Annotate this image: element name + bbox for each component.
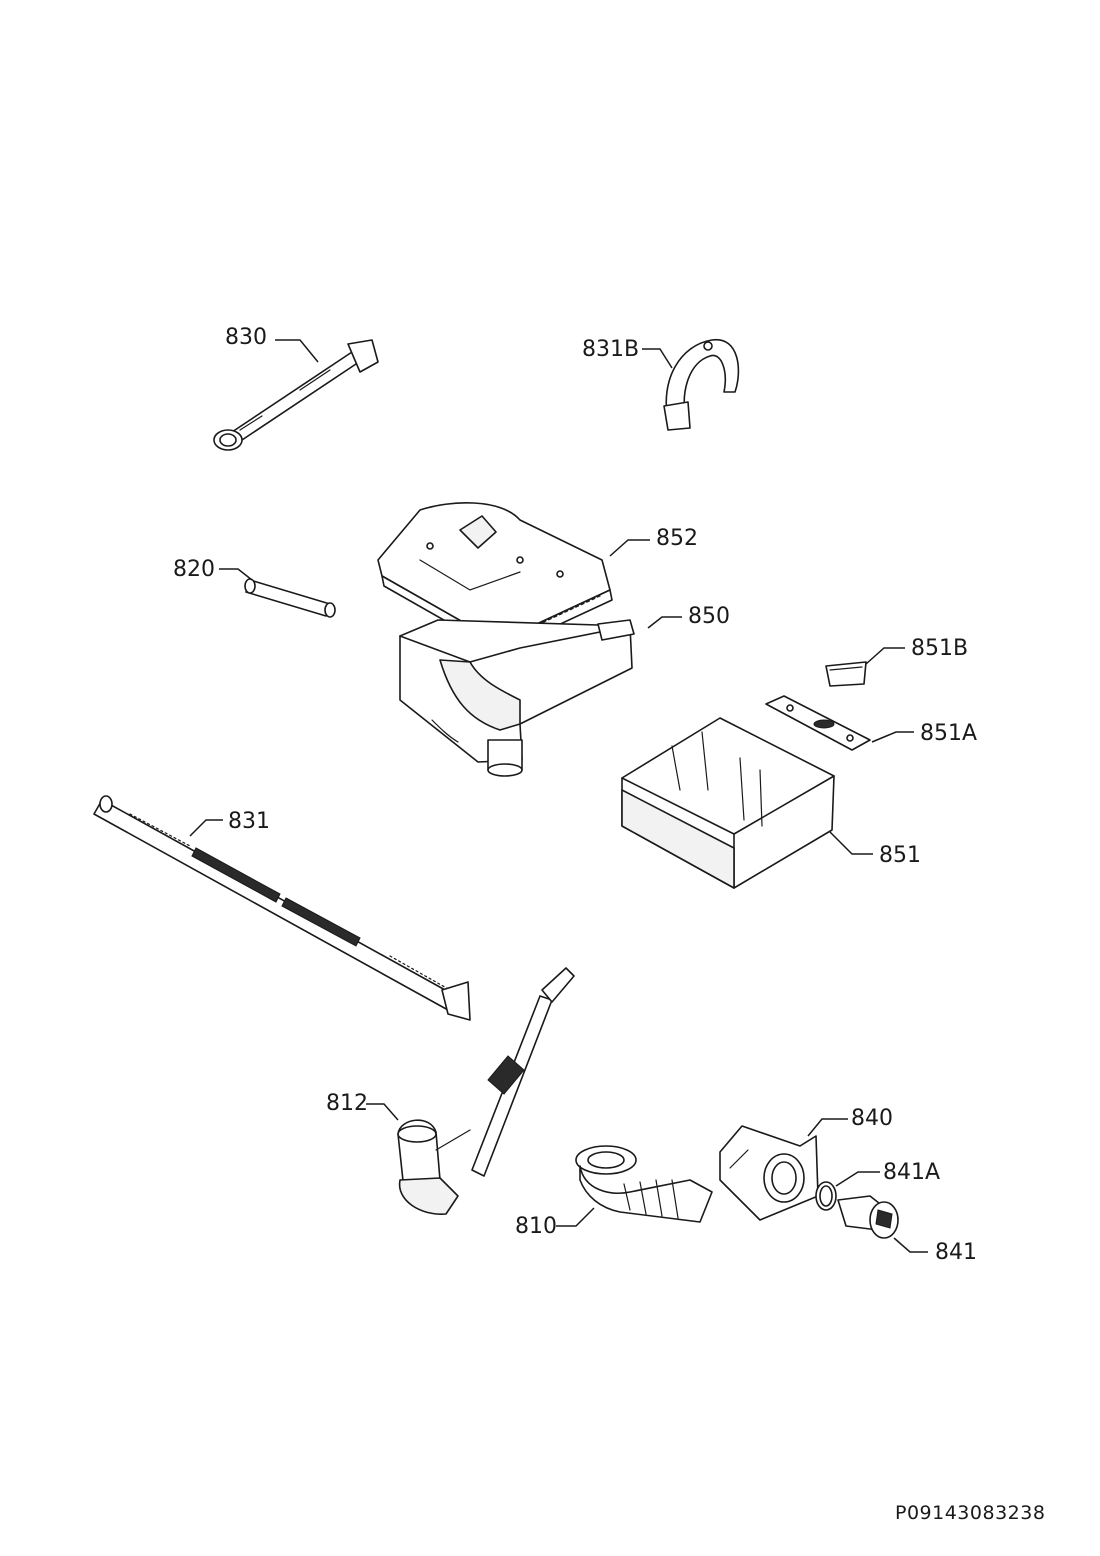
leader-851A xyxy=(871,731,914,743)
part-850-dispenser-housing xyxy=(399,619,635,777)
leader-852 xyxy=(609,539,650,557)
document-code: P09143083238 xyxy=(895,1502,1046,1524)
label-830: 830 xyxy=(225,325,267,350)
label-831B: 831B xyxy=(582,337,640,362)
leader-840 xyxy=(807,1118,848,1137)
part-812-pressure-chamber xyxy=(397,967,575,1215)
label-831: 831 xyxy=(228,809,270,834)
leader-841 xyxy=(893,1237,928,1253)
leader-831 xyxy=(189,819,223,837)
part-851B-cap xyxy=(825,661,867,687)
part-851-detergent-drawer xyxy=(621,717,835,889)
leader-820 xyxy=(219,568,253,581)
label-841A: 841A xyxy=(883,1160,941,1185)
leader-830 xyxy=(275,339,319,363)
leader-851 xyxy=(829,831,873,855)
part-831-drain-hose xyxy=(93,795,471,1021)
leader-850 xyxy=(647,616,682,629)
part-851A-siphon-plate xyxy=(765,695,871,751)
leader-841A xyxy=(835,1171,880,1187)
label-812: 812 xyxy=(326,1091,368,1116)
part-810-sump-hose xyxy=(575,1145,713,1223)
part-840-pump-housing xyxy=(719,1125,819,1221)
label-850: 850 xyxy=(688,604,730,629)
label-851A: 851A xyxy=(920,721,978,746)
leader-810 xyxy=(556,1207,595,1227)
part-841A-o-ring xyxy=(815,1181,837,1211)
part-831B-hose-guide xyxy=(663,339,740,431)
label-820: 820 xyxy=(173,557,215,582)
label-840: 840 xyxy=(851,1106,893,1131)
leader-831B xyxy=(642,348,673,369)
label-841: 841 xyxy=(935,1240,977,1265)
label-851B: 851B xyxy=(911,636,969,661)
part-820-tube xyxy=(244,578,336,618)
part-841-pump-filter xyxy=(837,1195,899,1239)
label-851: 851 xyxy=(879,843,921,868)
label-852: 852 xyxy=(656,526,698,551)
leader-812 xyxy=(366,1103,399,1121)
label-810: 810 xyxy=(515,1214,557,1239)
leader-851B xyxy=(865,647,905,665)
part-830-inlet-hose xyxy=(213,339,379,451)
